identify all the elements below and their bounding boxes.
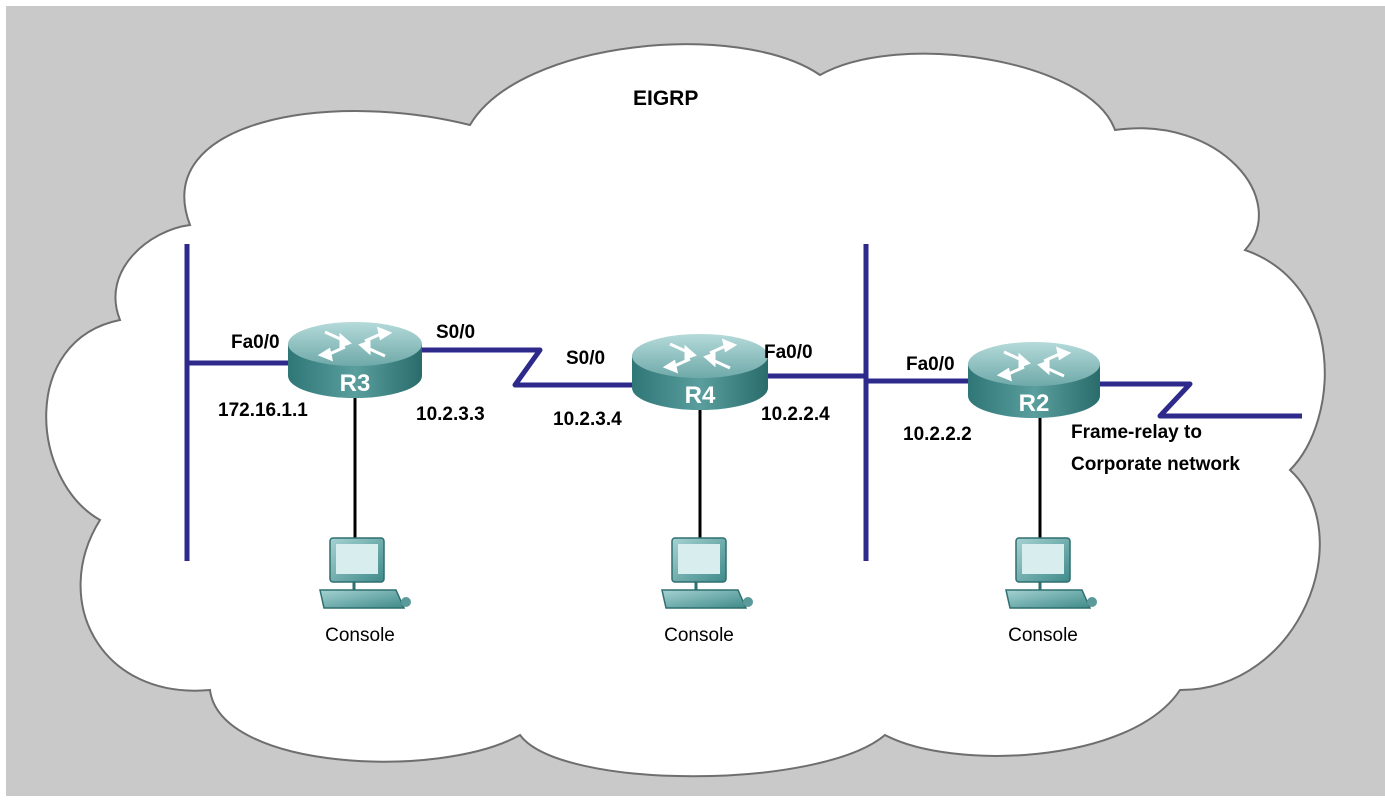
router-r3: R3 [288, 322, 422, 398]
computer-icon [1005, 537, 1097, 609]
console-label-r4: Console [664, 625, 734, 646]
diagram-title: EIGRP [633, 87, 698, 110]
r3-ip-lan: 172.16.1.1 [218, 400, 308, 421]
frame-relay-link [1098, 381, 1302, 419]
r3-s00-label: S0/0 [436, 322, 475, 343]
r4-ip-lan: 10.2.2.4 [761, 404, 830, 425]
router-r4: R4 [632, 334, 768, 410]
router-arrows-icon [996, 346, 1072, 382]
computer-icon [319, 537, 411, 609]
console-pc-r4 [661, 537, 753, 609]
router-r2: R2 [968, 342, 1100, 418]
console-label-r3: Console [325, 625, 395, 646]
router-arrows-icon [317, 326, 393, 362]
router-r4-name: R4 [685, 382, 716, 409]
r3-ip-serial: 10.2.3.3 [416, 404, 485, 425]
console-pc-r2 [1005, 537, 1097, 609]
router-r3-top [288, 322, 422, 366]
r4-fa00-label: Fa0/0 [764, 342, 813, 363]
console-label-r2: Console [1008, 625, 1078, 646]
serial-link-r3-r4 [422, 347, 632, 388]
router-r3-name: R3 [340, 370, 371, 397]
router-r2-top [968, 342, 1100, 386]
router-r2-name: R2 [1019, 390, 1050, 417]
r3-fa00-label: Fa0/0 [231, 332, 280, 353]
r4-ip-serial: 10.2.3.4 [553, 409, 622, 430]
computer-icon [661, 537, 753, 609]
router-arrows-icon [662, 338, 738, 374]
frame-relay-label-line2: Corporate network [1071, 454, 1240, 475]
r2-ip-lan: 10.2.2.2 [903, 424, 972, 445]
router-r4-top [632, 334, 768, 378]
r2-fa00-label: Fa0/0 [906, 354, 955, 375]
console-pc-r3 [319, 537, 411, 609]
r4-s00-label: S0/0 [566, 348, 605, 369]
frame-relay-label-line1: Frame-relay to [1071, 422, 1202, 443]
